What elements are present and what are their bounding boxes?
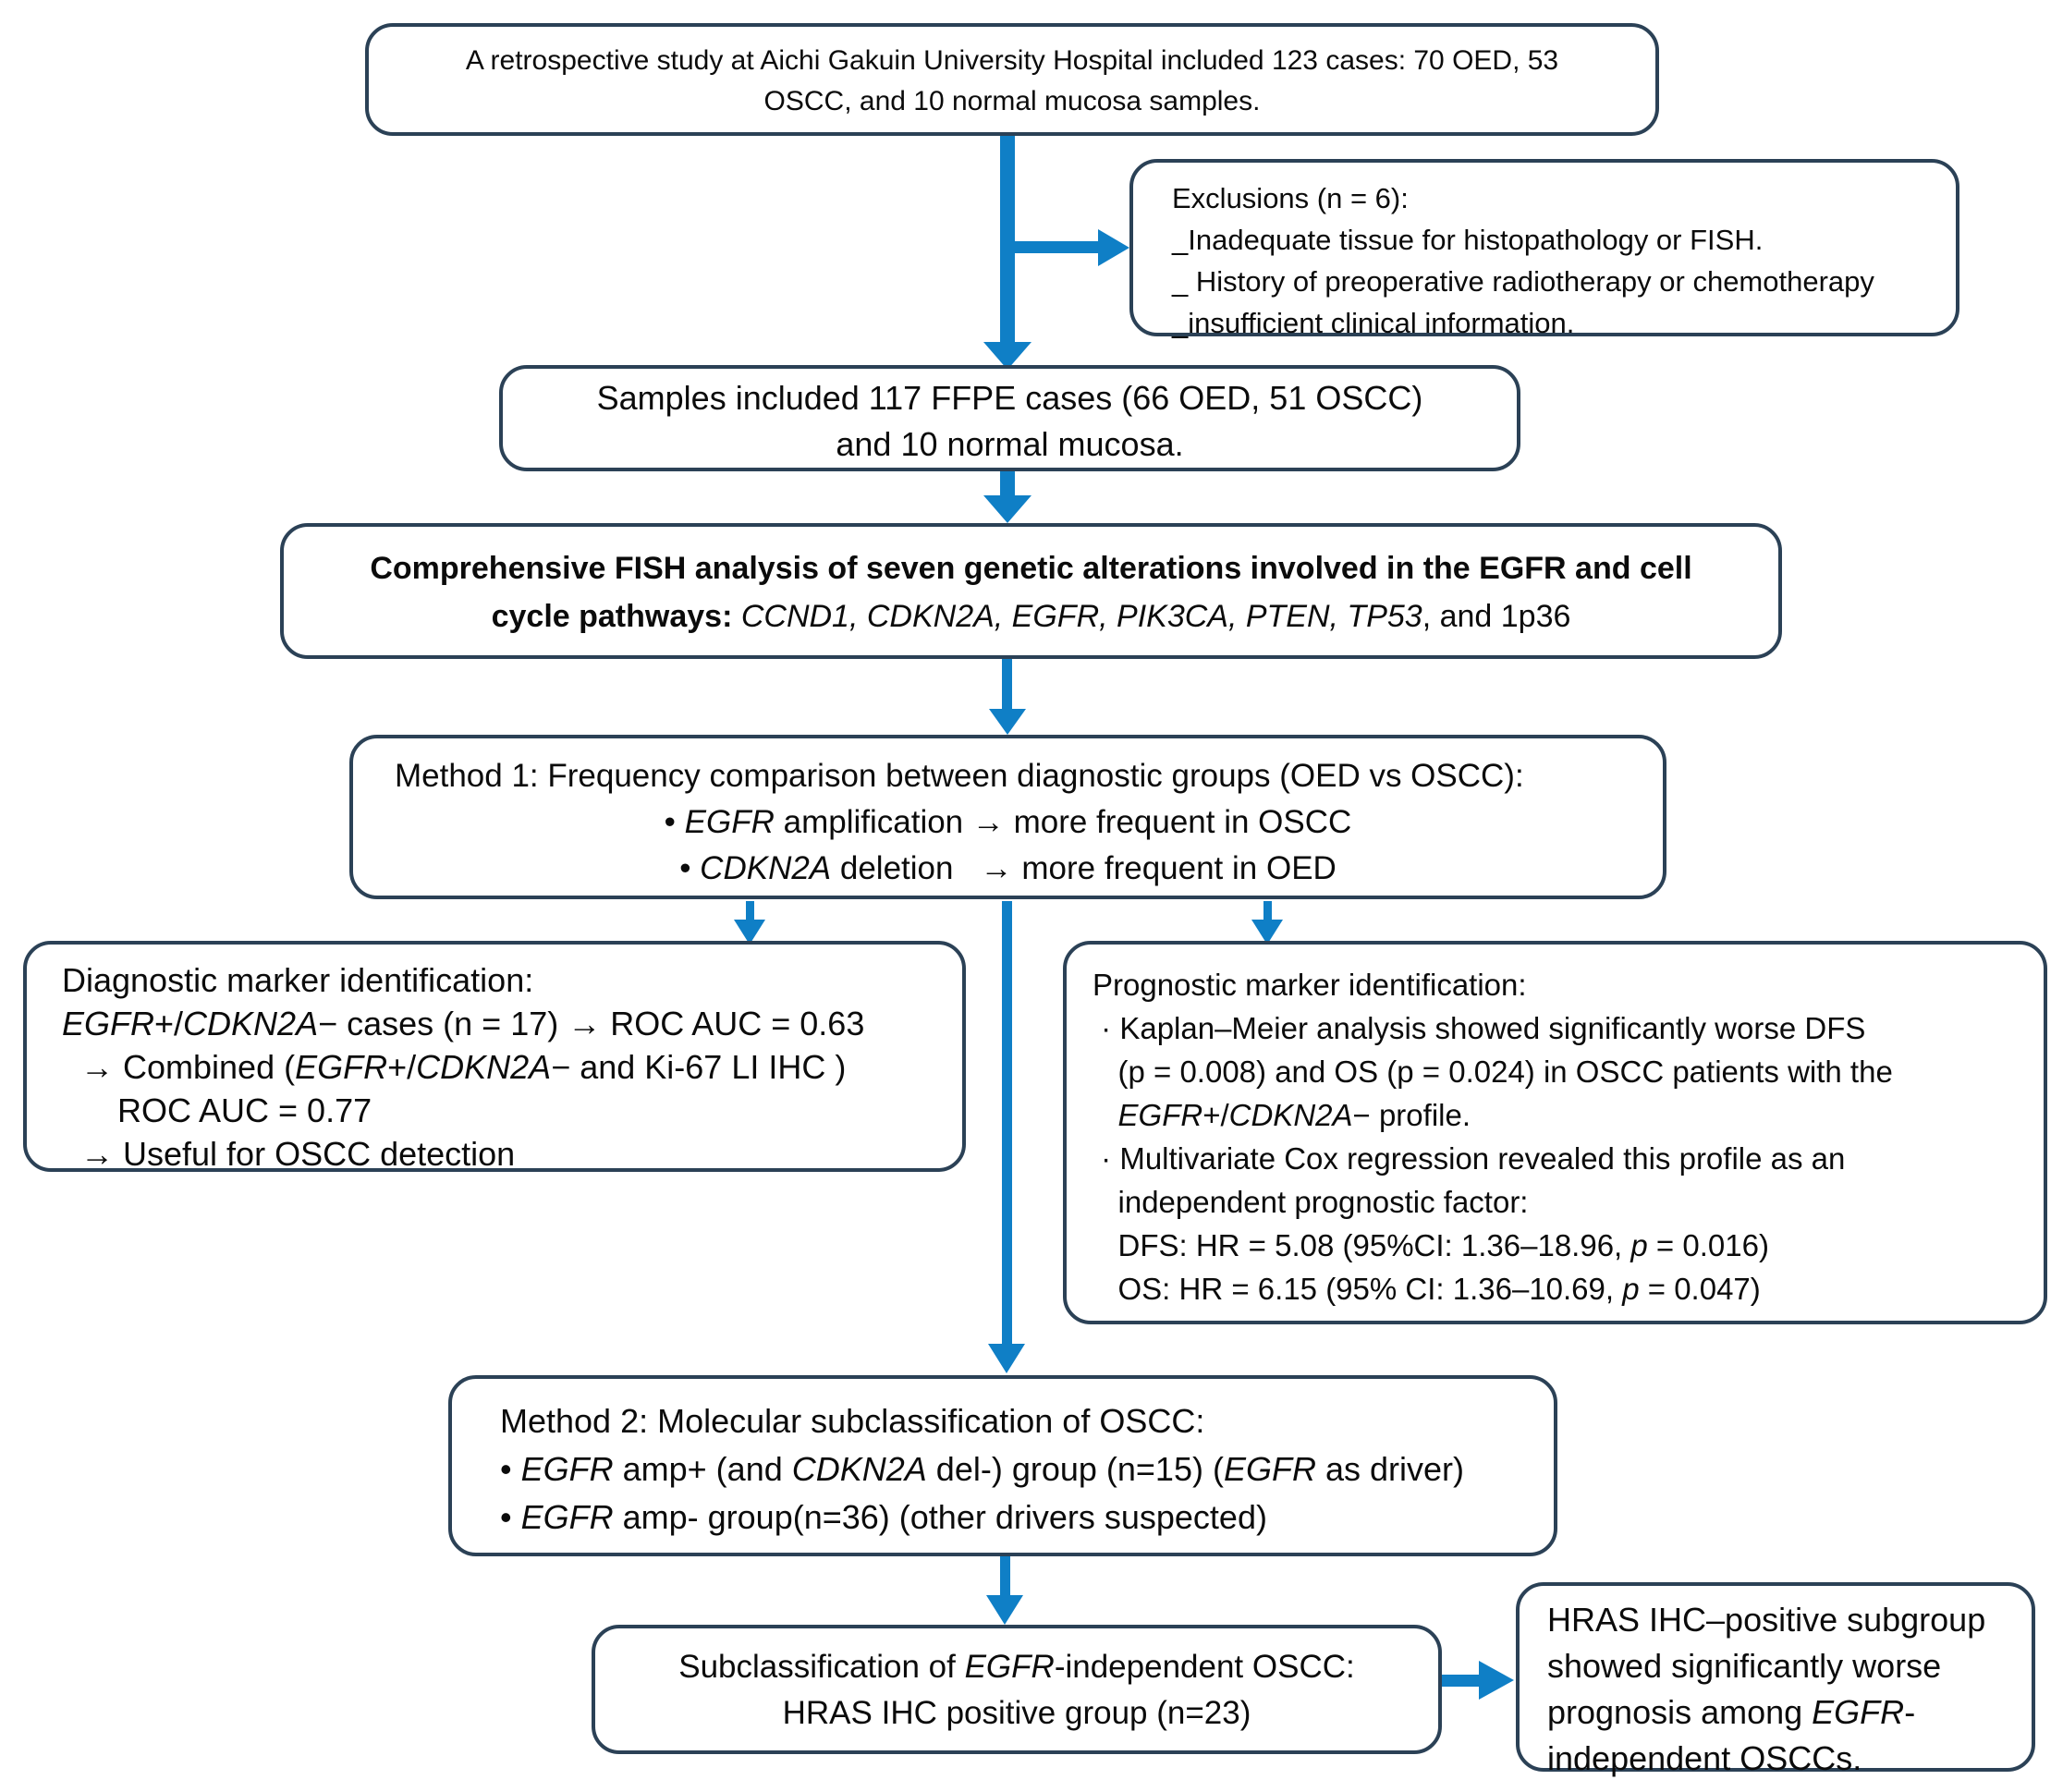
arrow-fish-to-method1-head xyxy=(989,709,1026,735)
arrow-method1-to-prognostic-shaft xyxy=(1263,901,1272,921)
prognostic-line-1: Prognostic marker identification: xyxy=(1093,968,1527,1002)
study-line-1: A retrospective study at Aichi Gakuin Un… xyxy=(465,45,1559,76)
subclass-line-2: HRAS IHC positive group (n=23) xyxy=(782,1695,1251,1731)
arrow-method1-to-diagnostic-head xyxy=(734,920,765,945)
method2-line-1: Method 2: Molecular subclassification of… xyxy=(500,1402,1205,1440)
study-cohort-box: A retrospective study at Aichi Gakuin Un… xyxy=(365,23,1659,136)
method2-box: Method 2: Molecular subclassification of… xyxy=(448,1375,1557,1556)
hras-line-4: independent OSCCs. xyxy=(1547,1739,1862,1777)
exclusions-line-1: Exclusions (n = 6): xyxy=(1172,182,1409,214)
exclusions-line-3: _ History of preoperative radiotherapy o… xyxy=(1172,265,1874,298)
prognostic-line-2: · Kaplan–Meier analysis showed significa… xyxy=(1093,1011,1866,1045)
diagnostic-line-4: ROC AUC = 0.77 xyxy=(62,1091,372,1129)
fish-analysis-box: Comprehensive FISH analysis of seven gen… xyxy=(280,523,1782,659)
arrow-method2-to-subclass-head xyxy=(986,1595,1023,1625)
samples-line-2: and 10 normal mucosa. xyxy=(836,425,1184,463)
subclassification-box: Subclassification of EGFR-independent OS… xyxy=(592,1625,1442,1754)
arrow-study-to-samples-shaft xyxy=(1000,136,1015,344)
arrow-method2-to-subclass-shaft xyxy=(1000,1556,1010,1597)
method1-line-2: • EGFR amplification → more frequent in … xyxy=(664,804,1352,840)
method1-box: Method 1: Frequency comparison between d… xyxy=(349,735,1666,899)
method1-line-1: Method 1: Frequency comparison between d… xyxy=(395,758,1524,794)
fish-line-2: cycle pathways: CCND1, CDKN2A, EGFR, PIK… xyxy=(491,599,1571,634)
exclusions-line-2: _Inadequate tissue for histopathology or… xyxy=(1172,224,1764,256)
arrow-branch-to-exclusions-head xyxy=(1098,229,1129,266)
arrow-branch-to-exclusions-shaft xyxy=(1007,241,1100,253)
fish-line-1: Comprehensive FISH analysis of seven gen… xyxy=(370,551,1692,586)
prognostic-line-5: · Multivariate Cox regression revealed t… xyxy=(1093,1141,1846,1176)
samples-box: Samples included 117 FFPE cases (66 OED,… xyxy=(499,365,1520,471)
diagnostic-line-3: → Combined (EGFR+/CDKN2A− and Ki-67 LI I… xyxy=(62,1048,847,1086)
method2-line-3: • EGFR amp- group(n=36) (other drivers s… xyxy=(500,1498,1267,1536)
arrow-method1-to-method2-head xyxy=(988,1344,1025,1373)
exclusions-box: Exclusions (n = 6): _Inadequate tissue f… xyxy=(1129,159,1959,339)
arrow-subclass-to-hras-head xyxy=(1479,1661,1514,1700)
diagnostic-line-1: Diagnostic marker identification: xyxy=(62,961,534,999)
subclass-line-1: Subclassification of EGFR-independent OS… xyxy=(678,1649,1355,1685)
hras-line-2: showed significantly worse xyxy=(1547,1647,1942,1685)
arrow-fish-to-method1-shaft xyxy=(1002,659,1012,711)
study-line-2: OSCC, and 10 normal mucosa samples. xyxy=(763,86,1261,116)
arrow-subclass-to-hras-shaft xyxy=(1442,1675,1481,1687)
exclusions-line-4: _insufficient clinical information. xyxy=(1172,307,1575,339)
arrow-samples-to-fish-shaft xyxy=(1000,471,1015,497)
arrow-method1-to-diagnostic-shaft xyxy=(746,901,754,921)
prognostic-marker-box: Prognostic marker identification: · Kapl… xyxy=(1063,941,2047,1324)
diagnostic-line-2: EGFR+/CDKN2A− cases (n = 17) → ROC AUC =… xyxy=(62,1005,865,1042)
arrow-method1-to-method2-shaft xyxy=(1002,901,1012,1344)
hras-outcome-box: HRAS IHC–positive subgroup showed signif… xyxy=(1516,1582,2035,1777)
prognostic-line-6: independent prognostic factor: xyxy=(1093,1185,1529,1219)
prognostic-line-3: (p = 0.008) and OS (p = 0.024) in OSCC p… xyxy=(1093,1054,1893,1089)
arrow-samples-to-fish-head xyxy=(983,495,1032,523)
method2-line-2: • EGFR amp+ (and CDKN2A del-) group (n=1… xyxy=(500,1450,1464,1488)
hras-line-1: HRAS IHC–positive subgroup xyxy=(1547,1601,1986,1639)
diagnostic-line-5: → Useful for OSCC detection xyxy=(62,1135,516,1173)
prognostic-line-4: EGFR+/CDKN2A− profile. xyxy=(1117,1098,1471,1132)
method1-line-3: • CDKN2A deletion → more frequent in OED xyxy=(679,850,1337,886)
diagnostic-marker-box: Diagnostic marker identification: EGFR+/… xyxy=(23,941,966,1173)
hras-line-3: prognosis among EGFR- xyxy=(1547,1693,1916,1731)
arrow-method1-to-prognostic-head xyxy=(1251,920,1283,945)
samples-line-1: Samples included 117 FFPE cases (66 OED,… xyxy=(596,379,1423,417)
prognostic-line-7: DFS: HR = 5.08 (95%CI: 1.36–18.96, p = 0… xyxy=(1093,1228,1769,1262)
prognostic-line-8: OS: HR = 6.15 (95% CI: 1.36–10.69, p = 0… xyxy=(1093,1272,1761,1306)
